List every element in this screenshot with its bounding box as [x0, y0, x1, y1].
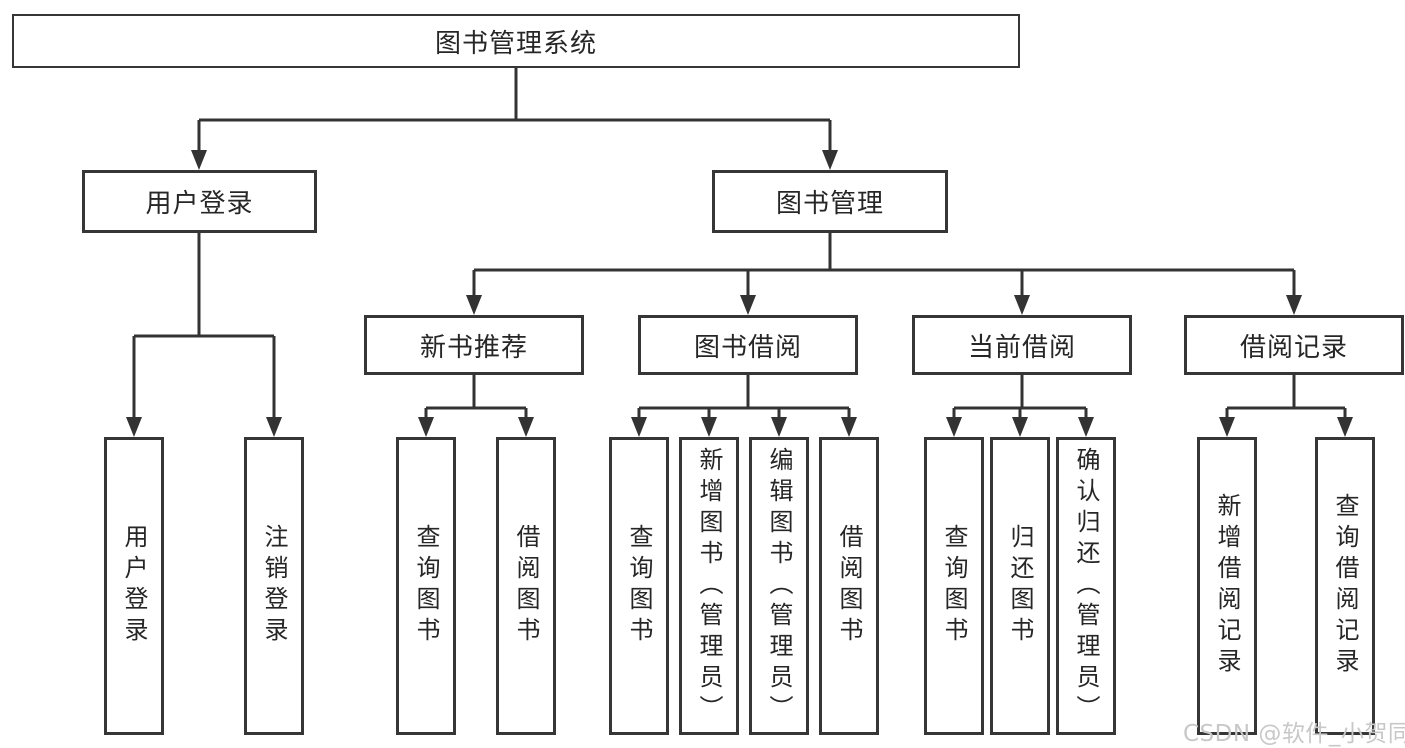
leaf-logout-label: 注销登录: [260, 524, 288, 648]
arrowhead-add-books: [701, 417, 717, 437]
leaf-return-books-label: 归还图书: [1006, 524, 1034, 648]
node-borrowing-records: 借阅记录: [1184, 315, 1404, 375]
leaf-current-query-books: 查询图书: [924, 437, 984, 735]
leaf-borrow-books: 借阅图书: [819, 437, 879, 735]
node-library-management-system-label: 图书管理系统: [434, 28, 597, 59]
connector-current-borrow-to-leaves: [952, 375, 1088, 419]
leaf-add-borrow-record-label: 新增借阅记录: [1213, 493, 1241, 679]
node-current-borrowing: 当前借阅: [912, 315, 1132, 375]
leaf-confirm-return-admin: 确认归还（管理员）: [1056, 437, 1116, 735]
node-borrowing-records-label: 借阅记录: [1239, 332, 1348, 363]
arrowhead-leaf-user-login: [126, 417, 142, 437]
arrowhead-leaf-logout: [266, 417, 282, 437]
connector-borrow-records-to-leaves: [1225, 375, 1347, 419]
arrowhead-new-book-rec: [466, 295, 482, 315]
node-book-borrowing-label: 图书借阅: [693, 332, 802, 363]
connector-new-book-rec-to-leaves: [424, 375, 528, 419]
leaf-current-query-books-label: 查询图书: [940, 524, 968, 648]
node-book-borrowing: 图书借阅: [638, 315, 858, 375]
leaf-user-login-label: 用户登录: [120, 524, 148, 648]
arrowhead-borrow-query-books: [631, 417, 647, 437]
connector-book-management-to-level3: [472, 233, 1296, 297]
arrowhead-book-management: [822, 150, 838, 170]
leaf-add-books-admin: 新增图书（管理员）: [679, 437, 739, 735]
node-book-management: 图书管理: [712, 170, 948, 233]
leaf-user-login: 用户登录: [104, 437, 164, 735]
node-library-management-system: 图书管理系统: [12, 14, 1020, 68]
leaf-edit-books-admin-label: 编辑图书（管理员）: [765, 446, 793, 726]
arrowhead-add-borrow-record: [1219, 417, 1235, 437]
leaf-edit-books-admin: 编辑图书（管理员）: [749, 437, 809, 735]
arrowhead-rec-query-books: [418, 417, 434, 437]
arrowhead-borrow-records: [1286, 295, 1302, 315]
connector-user-login-to-leaves: [132, 233, 276, 419]
connector-book-borrow-to-leaves: [637, 375, 851, 419]
arrowhead-query-borrow-record: [1337, 417, 1353, 437]
node-book-management-label: 图书管理: [775, 189, 884, 219]
node-user-login-label: 用户登录: [145, 189, 254, 219]
leaf-return-books: 归还图书: [990, 437, 1050, 735]
arrowhead-book-borrow: [740, 295, 756, 315]
leaf-query-borrow-record: 查询借阅记录: [1315, 437, 1375, 735]
arrowhead-user-login: [191, 150, 207, 170]
leaf-borrow-query-books: 查询图书: [609, 437, 669, 735]
leaf-rec-query-books: 查询图书: [396, 437, 456, 735]
arrowhead-confirm-return: [1078, 417, 1094, 437]
leaf-rec-query-books-label: 查询图书: [412, 524, 440, 648]
leaf-confirm-return-admin-label: 确认归还（管理员）: [1072, 446, 1100, 726]
csdn-watermark: CSDN @软件_小贺同学: [1183, 721, 1405, 747]
leaf-rec-borrow-books-label: 借阅图书: [512, 524, 540, 648]
leaf-borrow-query-books-label: 查询图书: [625, 524, 653, 648]
arrowhead-current-query-books: [946, 417, 962, 437]
connector-root-to-level2: [197, 68, 832, 152]
arrowhead-rec-borrow-books: [518, 417, 534, 437]
node-new-book-recommendation: 新书推荐: [364, 315, 584, 375]
leaf-add-borrow-record: 新增借阅记录: [1197, 437, 1257, 735]
leaf-query-borrow-record-label: 查询借阅记录: [1331, 493, 1359, 679]
arrowhead-edit-books: [771, 417, 787, 437]
leaf-add-books-admin-label: 新增图书（管理员）: [695, 446, 723, 726]
leaf-logout: 注销登录: [244, 437, 304, 735]
node-user-login: 用户登录: [82, 170, 317, 233]
node-new-book-recommendation-label: 新书推荐: [419, 332, 528, 363]
leaf-rec-borrow-books: 借阅图书: [496, 437, 556, 735]
node-current-borrowing-label: 当前借阅: [967, 332, 1076, 363]
arrowhead-return-books: [1012, 417, 1028, 437]
arrowhead-borrow-books: [841, 417, 857, 437]
arrowhead-current-borrow: [1014, 295, 1030, 315]
leaf-borrow-books-label: 借阅图书: [835, 524, 863, 648]
